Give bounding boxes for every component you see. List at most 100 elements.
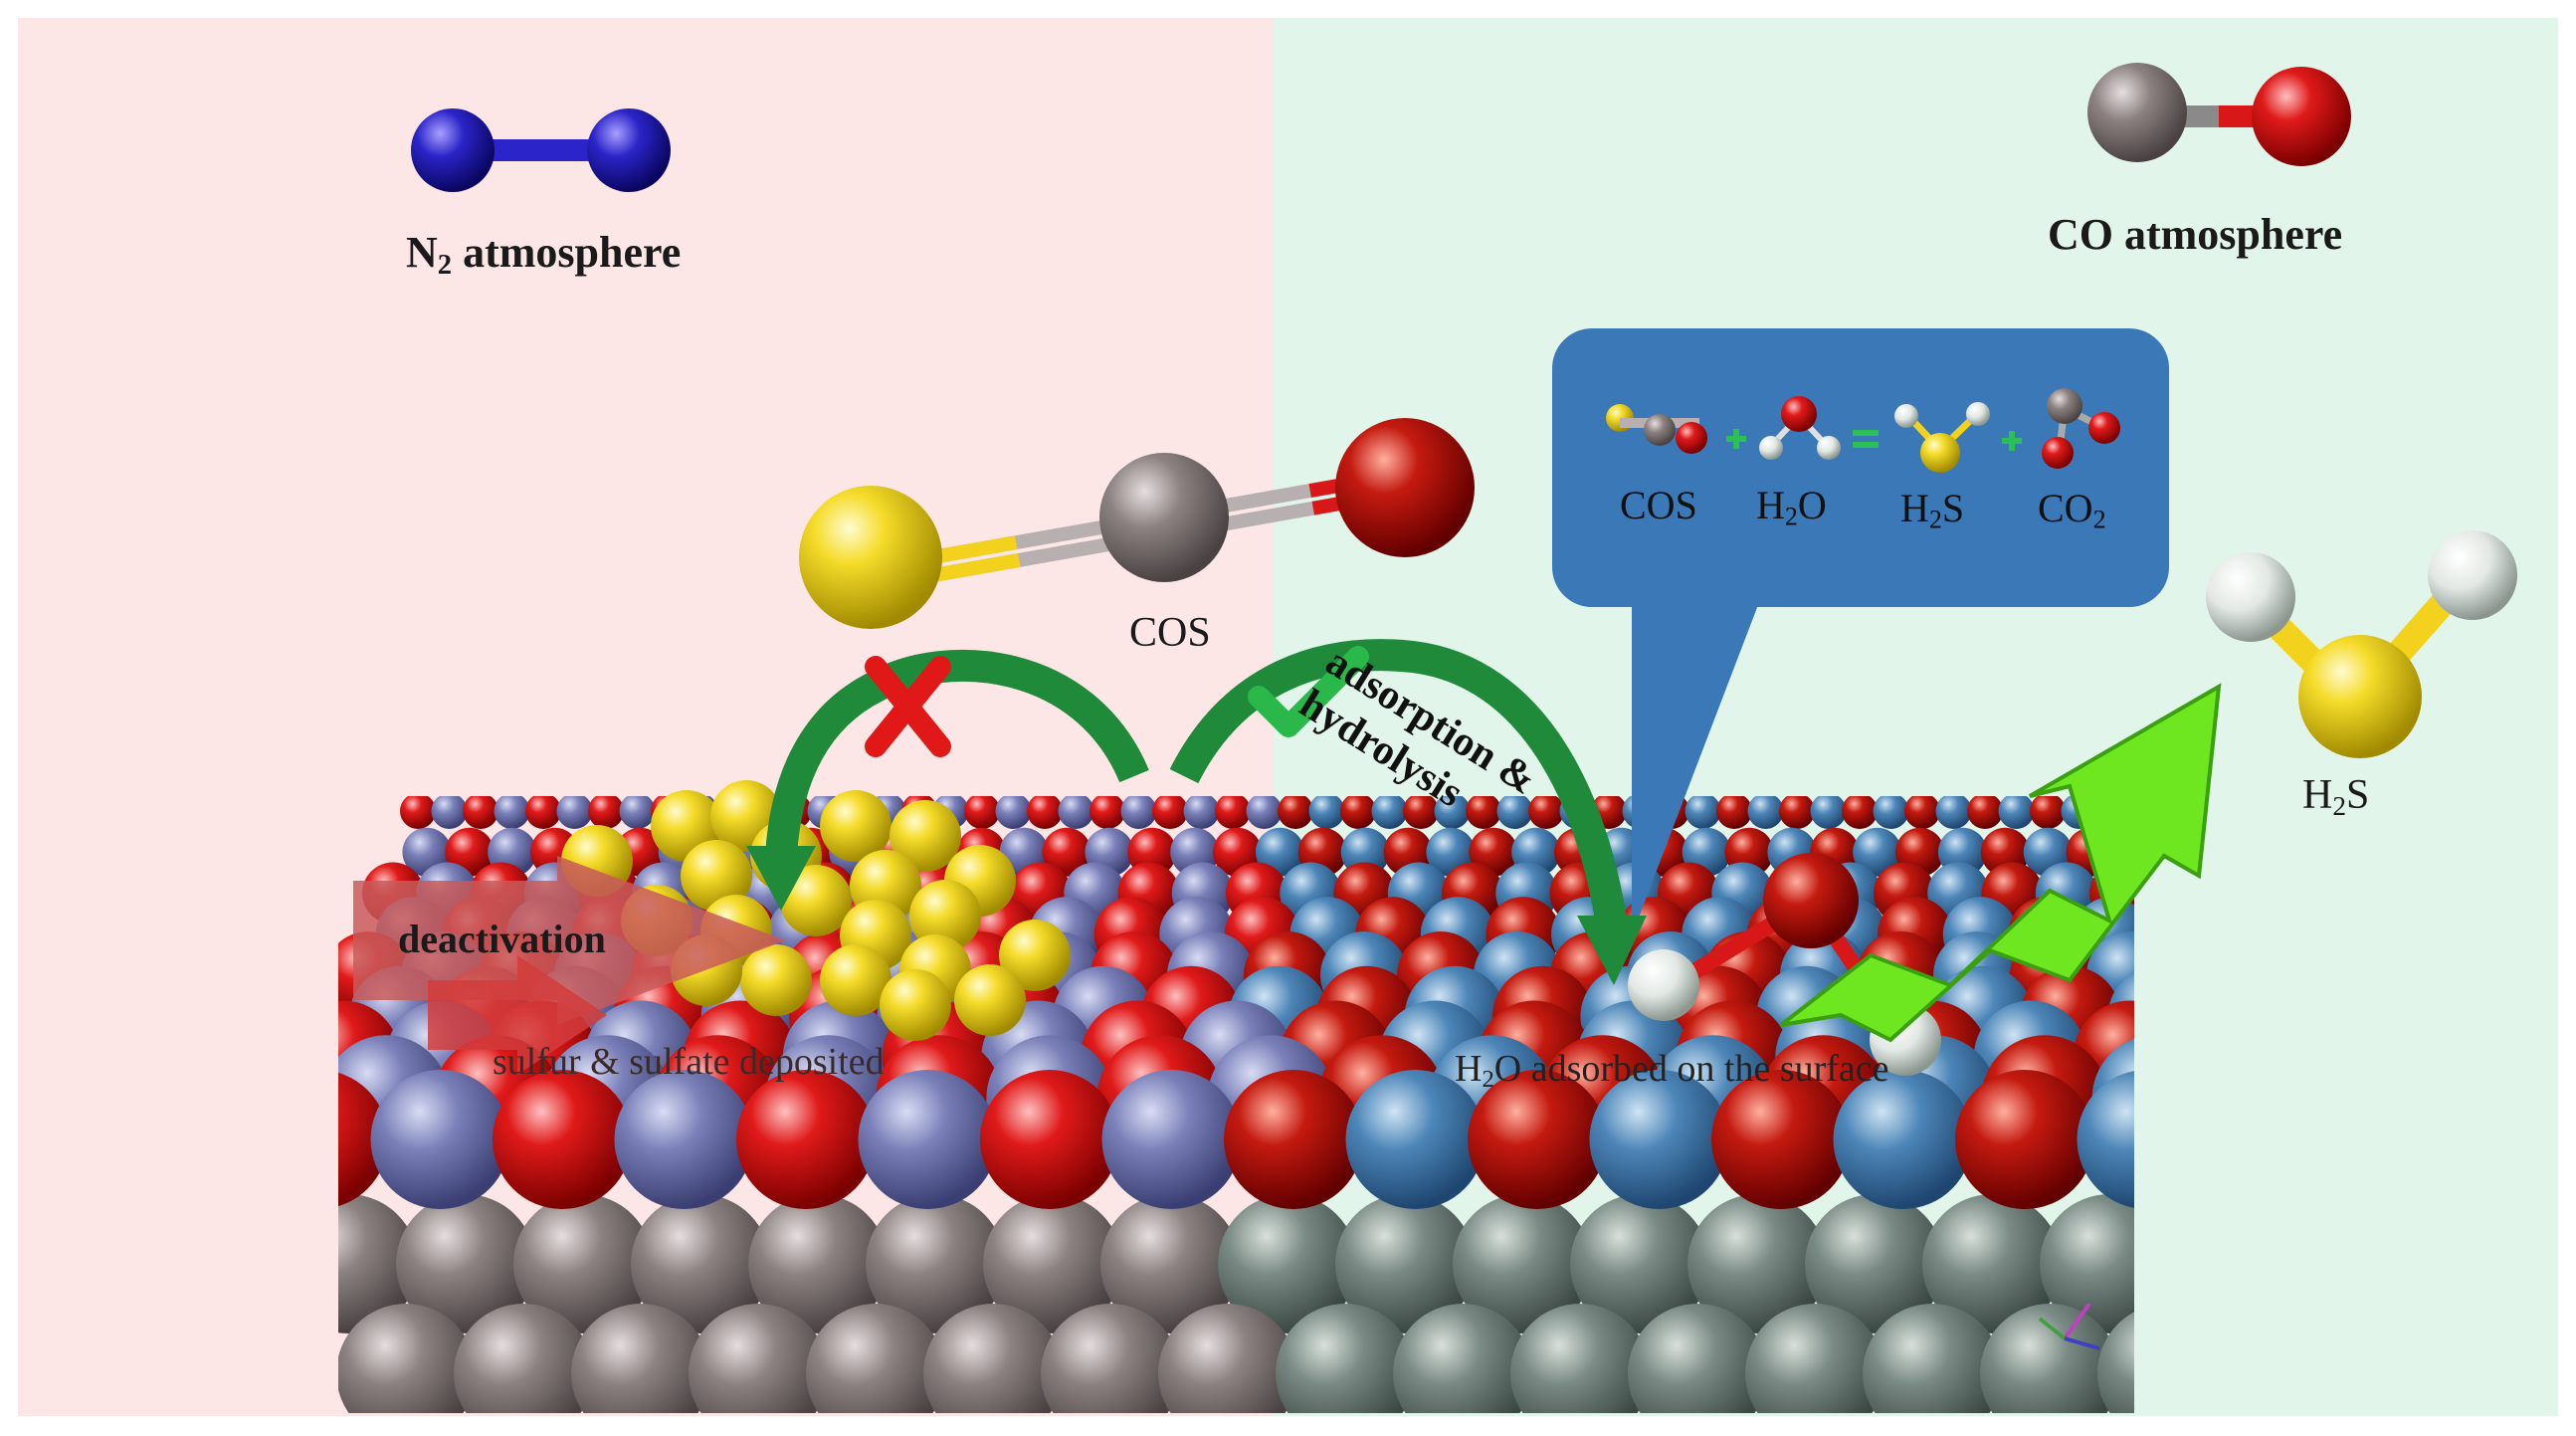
success-check-icon bbox=[1248, 646, 1369, 737]
substrate-atom bbox=[513, 1194, 653, 1333]
oxygen-surface-atom bbox=[1904, 796, 1940, 829]
equals-icon bbox=[1853, 430, 1879, 448]
oxygen-surface-atom bbox=[525, 796, 561, 829]
substrate-atom bbox=[454, 1304, 593, 1413]
oxygen-surface-atom bbox=[736, 1070, 876, 1209]
substrate-atom bbox=[1980, 1304, 2119, 1413]
oxygen-surface-atom bbox=[1468, 1070, 1607, 1209]
substrate-atom bbox=[1805, 1194, 1944, 1333]
oxygen-surface-atom bbox=[1340, 796, 1376, 829]
metal-surface-atom bbox=[1308, 796, 1345, 829]
substrate-atom bbox=[1745, 1304, 1884, 1413]
oxygen-surface-atom bbox=[1278, 796, 1313, 829]
substrate-atom bbox=[1628, 1304, 1767, 1413]
oxygen-surface-atom bbox=[2030, 796, 2066, 829]
sulfur-deposit-atom bbox=[681, 840, 752, 912]
metal-surface-atom bbox=[431, 796, 468, 829]
substrate-atom bbox=[338, 1194, 418, 1333]
cos-label: COS bbox=[1129, 610, 1211, 656]
metal-surface-atom bbox=[1120, 796, 1157, 829]
oxygen-surface-atom bbox=[1090, 796, 1125, 829]
metal-surface-atom bbox=[858, 1070, 998, 1209]
substrate-atom bbox=[1570, 1194, 1709, 1333]
oxygen-surface-atom bbox=[1042, 827, 1091, 877]
plus-icon-2 bbox=[2002, 431, 2022, 451]
oxygen-surface-atom bbox=[1779, 796, 1815, 829]
deactivation-arrow bbox=[353, 856, 786, 1075]
substrate-atom bbox=[396, 1194, 535, 1333]
metal-surface-atom bbox=[1371, 796, 1408, 829]
oxygen-surface-atom bbox=[400, 796, 436, 829]
sulfur-deposit-atom bbox=[880, 969, 951, 1041]
oxygen-surface-atom bbox=[964, 796, 1000, 829]
substrate-atom bbox=[1158, 1304, 1297, 1413]
substrate-atom bbox=[2097, 1312, 2134, 1413]
sulfur-deposit-atom bbox=[820, 790, 892, 862]
sulfur-deposit-atom bbox=[954, 964, 1026, 1036]
oxygen-surface-atom bbox=[493, 1070, 632, 1209]
sulfur-deposit-atom bbox=[820, 944, 892, 1016]
deactivation-label: deactivation bbox=[398, 917, 606, 961]
reaction-h2o-label: H2O bbox=[1756, 483, 1827, 531]
substrate-atom bbox=[748, 1194, 888, 1333]
sulfur-deposit-atom bbox=[890, 800, 961, 872]
substrate-atom bbox=[571, 1304, 710, 1413]
substrate-atom bbox=[338, 1304, 476, 1413]
blocked-cross-icon bbox=[865, 656, 951, 757]
oxygen-surface-atom bbox=[1842, 796, 1878, 829]
cos-molecule bbox=[799, 418, 1475, 629]
substrate-atom bbox=[1922, 1194, 2062, 1333]
substrate-atom bbox=[689, 1304, 828, 1413]
metal-surface-atom bbox=[2077, 1071, 2134, 1208]
h2s-release-arrow bbox=[1779, 683, 2222, 1043]
metal-surface-atom bbox=[1747, 796, 1784, 829]
h2o-adsorbed-label: H2O adsorbed on the surface bbox=[1455, 1048, 1889, 1094]
oxygen-surface-atom bbox=[1955, 1070, 2094, 1209]
substrate-atom bbox=[1100, 1194, 1240, 1333]
metal-surface-atom bbox=[1873, 796, 1909, 829]
sulfur-deposit-atom bbox=[780, 865, 852, 936]
oxygen-surface-atom bbox=[1711, 1070, 1851, 1209]
substrate-atom bbox=[983, 1194, 1122, 1333]
metal-surface-atom bbox=[1853, 827, 1902, 877]
metal-surface-atom bbox=[1183, 796, 1220, 829]
metal-surface-atom bbox=[556, 796, 593, 829]
substrate-atom bbox=[1335, 1194, 1475, 1333]
metal-surface-atom bbox=[619, 796, 656, 829]
metal-surface-atom bbox=[1810, 796, 1847, 829]
oxygen-surface-atom bbox=[1403, 796, 1439, 829]
metal-surface-atom bbox=[1101, 1070, 1242, 1209]
n2-atmosphere-label: N2 atmosphere bbox=[406, 228, 682, 282]
co-molecule bbox=[2087, 63, 2351, 166]
oxygen-surface-atom bbox=[980, 1070, 1119, 1209]
oxygen-surface-atom bbox=[1152, 796, 1188, 829]
metal-surface-atom bbox=[995, 796, 1032, 829]
metal-surface-atom bbox=[1058, 796, 1094, 829]
sulfur-deposit-atom bbox=[740, 944, 812, 1016]
metal-surface-atom bbox=[494, 796, 530, 829]
metal-surface-atom bbox=[1589, 1070, 1729, 1209]
n2-molecule bbox=[411, 108, 671, 192]
reaction-cos-icon bbox=[1606, 404, 1707, 454]
metal-surface-atom bbox=[614, 1070, 754, 1209]
substrate-atom bbox=[1453, 1194, 1592, 1333]
oxygen-surface-atom bbox=[1716, 796, 1752, 829]
substrate-atom bbox=[1041, 1304, 1180, 1413]
sulfur-deposit-atom bbox=[909, 880, 981, 951]
oxygen-surface-atom bbox=[588, 796, 624, 829]
oxygen-surface-atom bbox=[1027, 796, 1063, 829]
hydrolysis-path-arrow bbox=[1169, 639, 1647, 985]
reaction-cos-label: COS bbox=[1620, 483, 1697, 527]
substrate-atom bbox=[1393, 1304, 1532, 1413]
reaction-co2-label: CO2 bbox=[2038, 486, 2106, 534]
substrate-atom bbox=[2040, 1194, 2134, 1333]
axis-triad-icon bbox=[2038, 1302, 2100, 1350]
metal-surface-atom bbox=[1496, 796, 1533, 829]
reaction-h2s-label: H2S bbox=[1900, 486, 1965, 534]
metal-surface-atom bbox=[1340, 827, 1390, 877]
oxygen-surface-atom bbox=[1528, 796, 1564, 829]
sulfur-deposit-atom bbox=[999, 920, 1071, 991]
h2s-molecule bbox=[2206, 530, 2517, 758]
metal-surface-atom bbox=[1345, 1070, 1486, 1209]
